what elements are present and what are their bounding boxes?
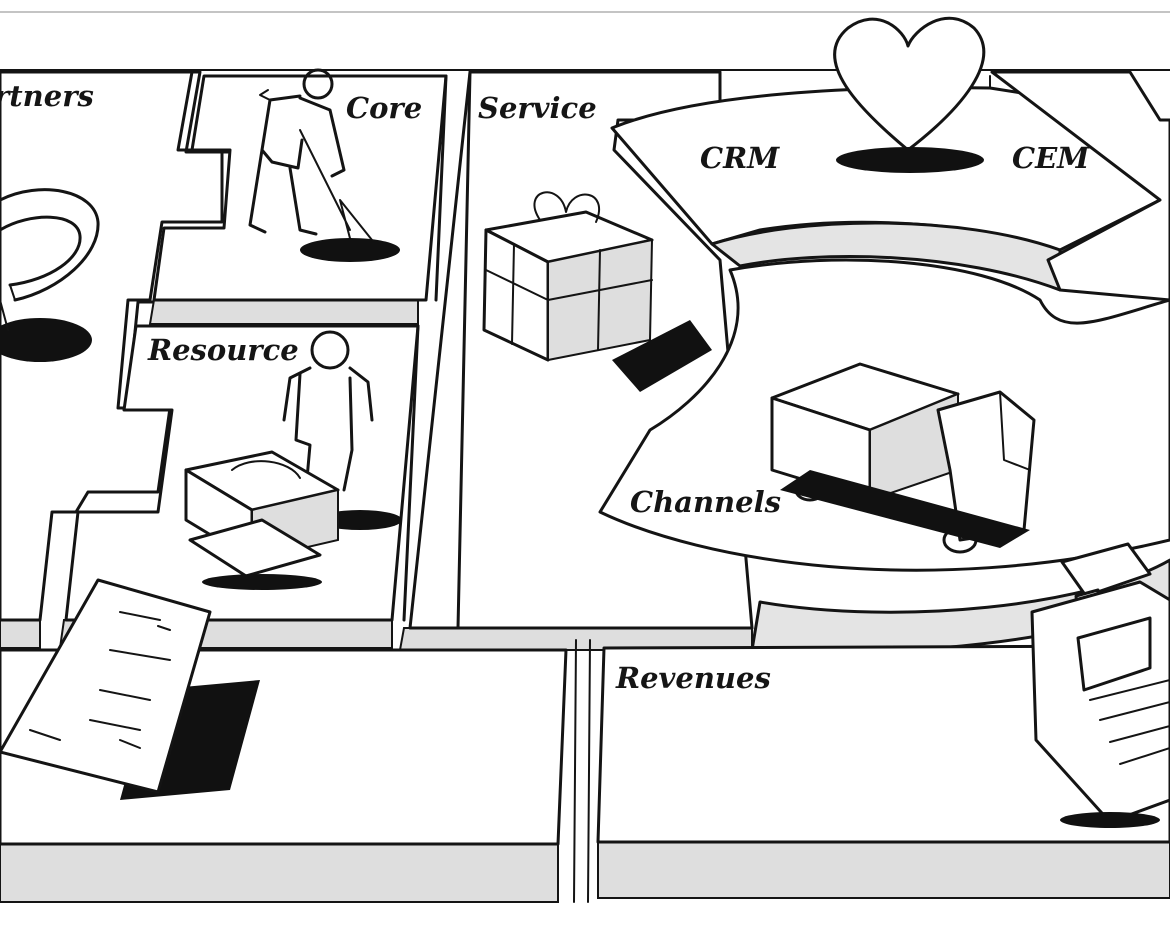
- gift-box-icon: [482, 191, 712, 392]
- document-icon: [0, 578, 260, 800]
- crm-label: CRM: [700, 141, 780, 175]
- box-stack-icon: [184, 450, 340, 590]
- core-label: Core: [346, 91, 422, 125]
- cash-register-icon: [1030, 542, 1170, 828]
- revenues-label: Revenues: [615, 661, 771, 695]
- digging-person-icon: [248, 68, 400, 262]
- relationship-arrows: CRM CEM: [610, 16, 1170, 302]
- service-label: Service: [478, 91, 597, 125]
- cem-label: CEM: [1012, 141, 1090, 175]
- ring-illustration: [0, 188, 100, 362]
- revenues-block: Revenues: [596, 542, 1170, 899]
- truck-icon: [770, 362, 1036, 554]
- heart-icon: [833, 16, 986, 173]
- resource-label: Resource: [147, 333, 299, 367]
- board-frame: [0, 11, 1170, 71]
- channels-block: Channels: [598, 258, 1170, 655]
- channels-label: Channels: [630, 485, 781, 519]
- core-block: Core: [148, 68, 448, 325]
- resource-block: Resource: [58, 324, 420, 649]
- cost-block: [0, 578, 568, 903]
- partners-label: rtners: [0, 79, 94, 113]
